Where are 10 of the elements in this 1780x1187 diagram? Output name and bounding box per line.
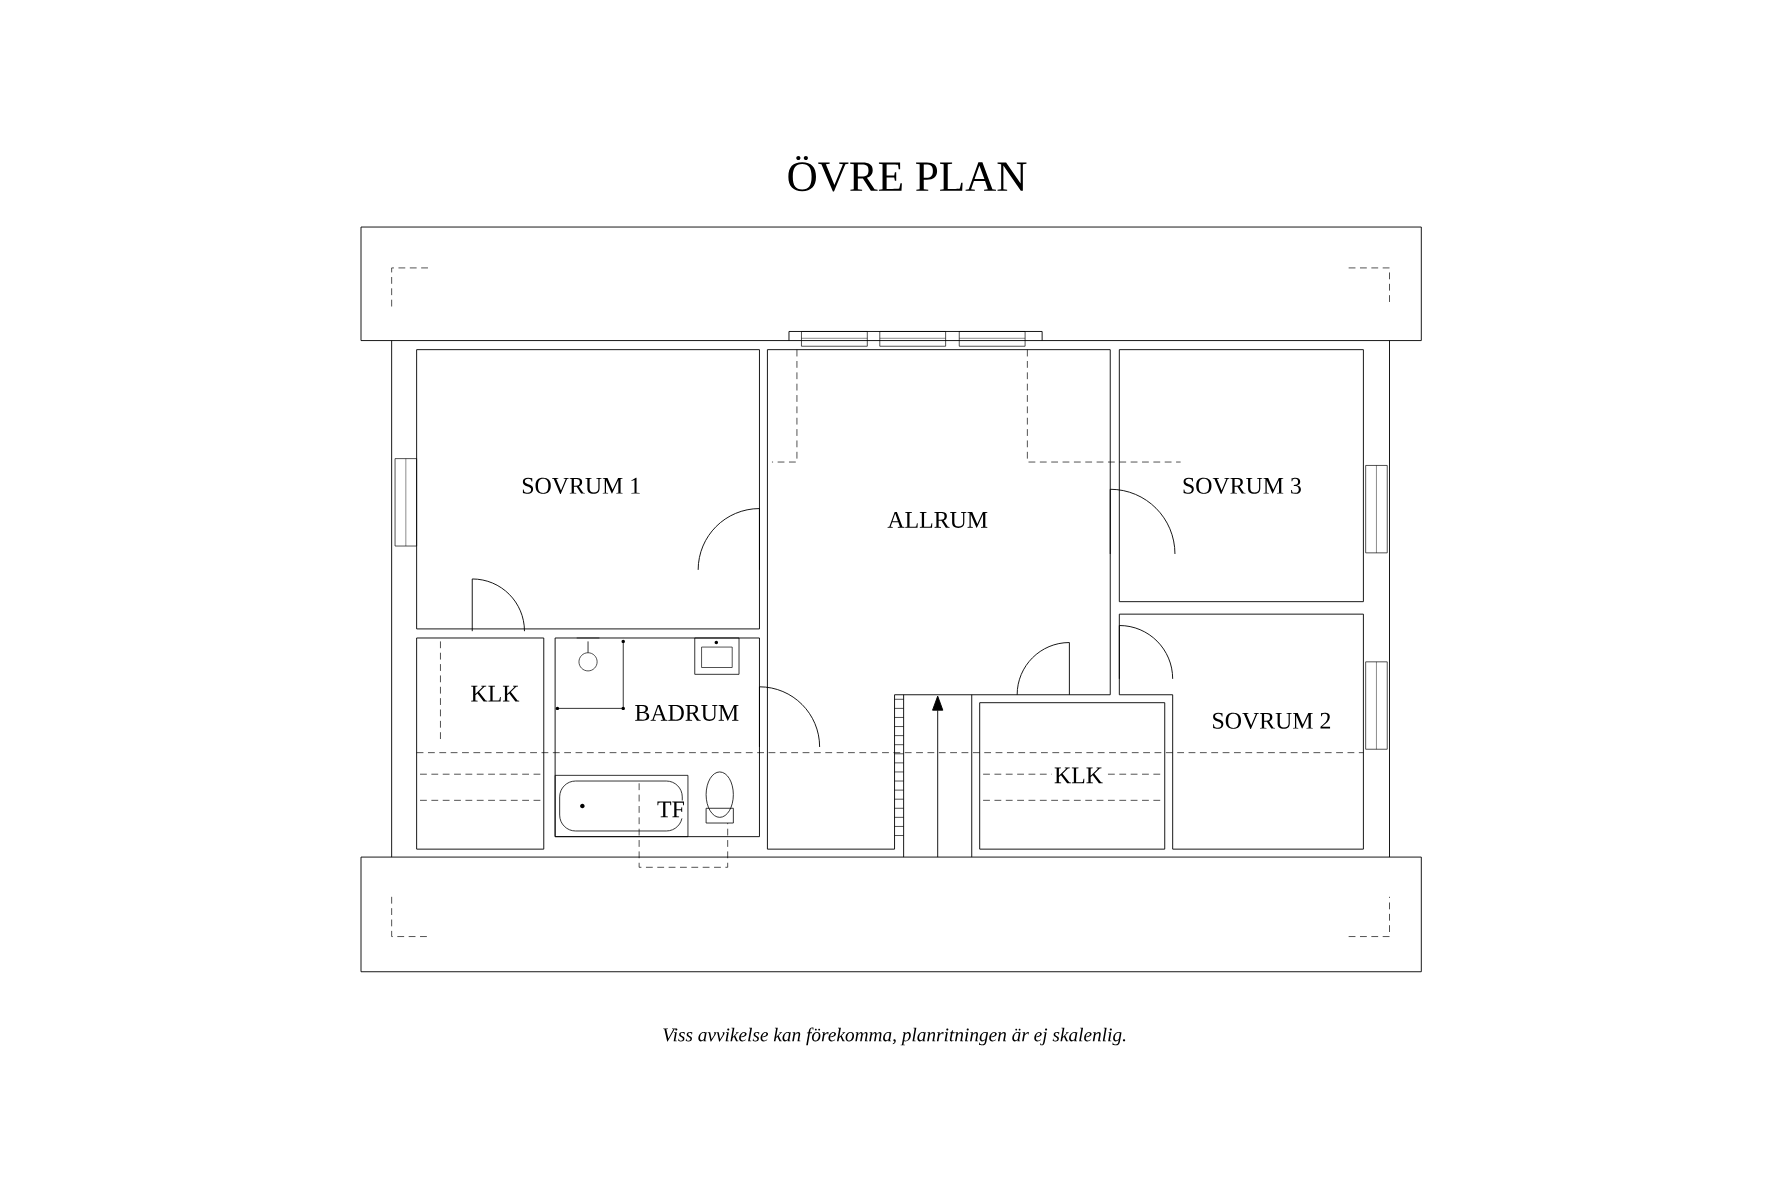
room-label: ALLRUM	[885, 509, 991, 530]
room-label: BADRUM	[632, 702, 742, 723]
room-label: KLK	[1051, 765, 1106, 786]
room-label: SOVRUM 1	[519, 475, 644, 496]
room-label: SOVRUM 2	[1209, 710, 1334, 731]
caption: Viss avvikelse kan förekomma, planritningen är ej skalenlig.	[663, 1027, 1126, 1046]
title: ÖVRE PLAN	[788, 155, 1027, 192]
room-label: SOVRUM 3	[1179, 475, 1305, 496]
fixture-label: TF	[655, 800, 686, 819]
room-label: KLK	[468, 683, 522, 704]
